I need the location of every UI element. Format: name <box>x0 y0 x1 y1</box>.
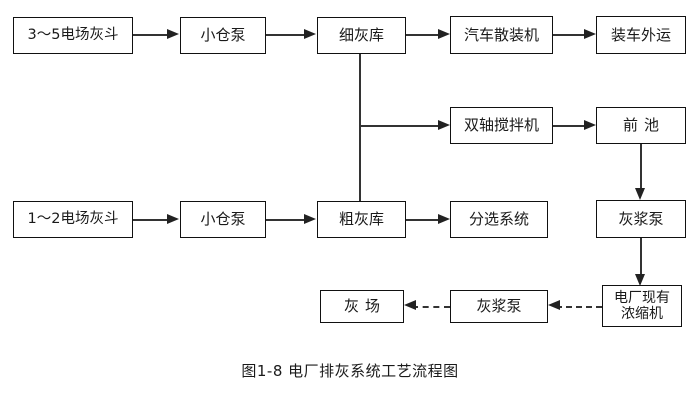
edge-hopper12-to-pump <box>133 219 169 221</box>
edge-pump-to-coarse-silo <box>266 219 306 221</box>
edge-slurry-pump-to-ash-yard-dashed <box>412 306 450 308</box>
node-front-pool[interactable]: 前池 <box>596 107 686 144</box>
arrowhead-right-icon <box>304 29 316 39</box>
node-fine-ash-silo[interactable]: 细灰库 <box>317 17 406 54</box>
node-truck-transport[interactable]: 装车外运 <box>596 16 686 54</box>
node-truck-bulk-loader[interactable]: 汽车散装机 <box>450 16 553 54</box>
node-esp-hopper-35[interactable]: 3～5电场灰斗 <box>13 17 133 54</box>
edge-thickener-to-slurry-pump-dashed <box>556 306 602 308</box>
node-slurry-pump-bottom[interactable]: 灰浆泵 <box>450 290 548 323</box>
edge-slurry-pump-to-thickener <box>640 238 642 276</box>
arrowhead-right-icon <box>438 214 450 224</box>
arrowhead-right-icon <box>167 214 179 224</box>
arrowhead-right-icon <box>304 214 316 224</box>
edge-fine-silo-to-coarse-silo <box>359 53 361 201</box>
node-small-pump-top[interactable]: 小仓泵 <box>180 17 266 54</box>
arrowhead-right-icon <box>584 120 596 130</box>
edge-mixer-to-front-pool <box>553 125 591 127</box>
edge-hopper35-to-pump <box>133 34 169 36</box>
node-ash-yard[interactable]: 灰场 <box>320 290 404 323</box>
edge-coarse-silo-to-sorting <box>406 219 444 221</box>
figure-caption: 图1-8 电厂排灰系统工艺流程图 <box>241 362 459 380</box>
edge-fine-silo-to-loader <box>406 34 444 36</box>
node-twin-shaft-mixer[interactable]: 双轴搅拌机 <box>450 107 553 144</box>
node-coarse-ash-silo[interactable]: 粗灰库 <box>317 201 406 238</box>
node-esp-hopper-12[interactable]: 1～2电场灰斗 <box>13 201 133 238</box>
edge-trunk-to-mixer <box>359 125 444 127</box>
node-slurry-pump-right[interactable]: 灰浆泵 <box>596 200 686 238</box>
node-small-pump-bottom[interactable]: 小仓泵 <box>180 201 266 238</box>
arrowhead-down-icon <box>635 188 645 200</box>
arrowhead-left-icon <box>404 300 416 310</box>
edge-front-pool-to-slurry-pump <box>640 144 642 190</box>
arrowhead-right-icon <box>438 120 450 130</box>
arrowhead-left-icon <box>548 300 560 310</box>
arrowhead-down-icon <box>635 274 645 286</box>
arrowhead-right-icon <box>584 29 596 39</box>
edge-loader-to-transport <box>553 34 591 36</box>
arrowhead-right-icon <box>438 29 450 39</box>
node-sorting-system[interactable]: 分选系统 <box>450 201 548 238</box>
node-existing-thickener[interactable]: 电厂现有 浓缩机 <box>602 285 682 327</box>
edge-pump-to-fine-silo <box>266 34 306 36</box>
arrowhead-right-icon <box>167 29 179 39</box>
